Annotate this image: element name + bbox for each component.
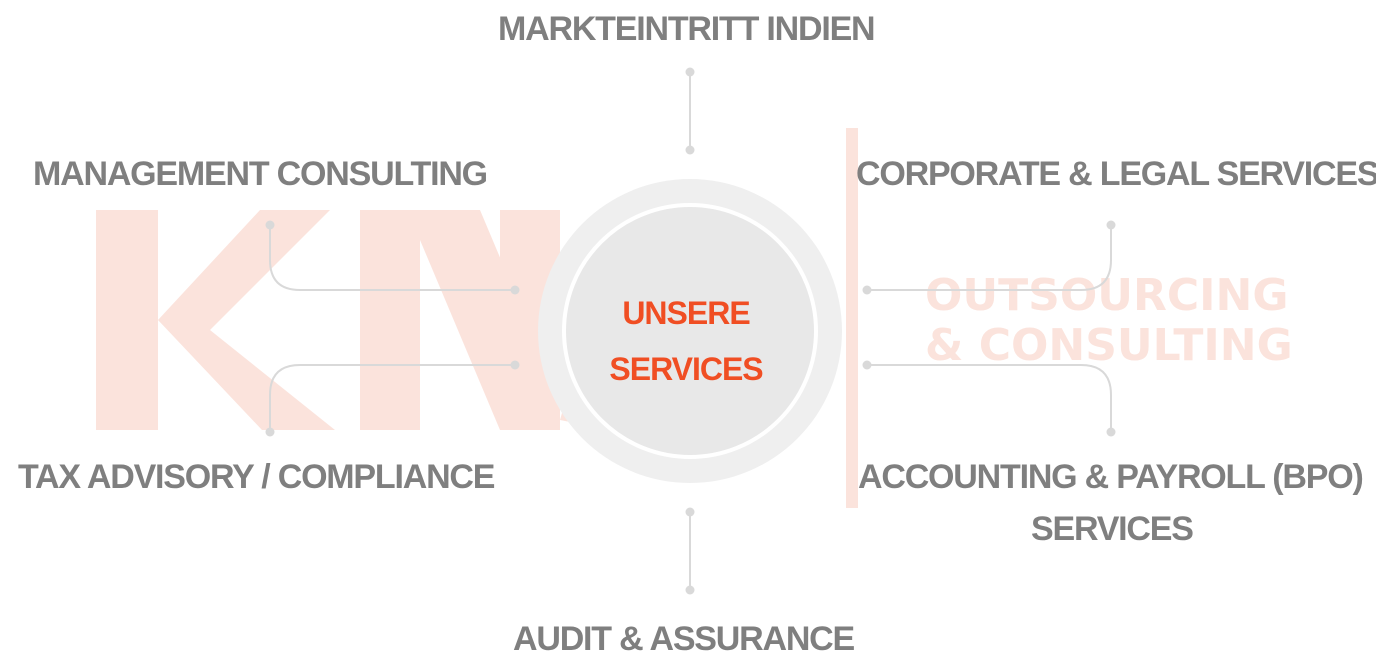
service-label-management-consulting: MANAGEMENT CONSULTING [33, 155, 488, 193]
connector-dot [265, 220, 275, 230]
connector-dot [685, 585, 695, 595]
connector-dot [685, 145, 695, 155]
connector-dot [862, 360, 872, 370]
center-title-line1: UNSERE [622, 295, 750, 331]
connector-dot [265, 427, 275, 437]
center-title-line2: SERVICES [609, 351, 763, 387]
connector-dot [1106, 220, 1116, 230]
service-label-accounting-payroll: ACCOUNTING & PAYROLL (BPO) [858, 458, 1364, 496]
connector-dot [1106, 427, 1116, 437]
watermark-tagline-2: & CONSULTING [925, 320, 1293, 371]
connector-dot [862, 285, 872, 295]
connector-dot [510, 360, 520, 370]
service-label-tax-advisory: TAX ADVISORY / COMPLIANCE [18, 458, 495, 496]
service-label-markteintritt: MARKTEINTRITT INDIEN [498, 10, 876, 48]
connector-dot [510, 285, 520, 295]
center-title: UNSERE SERVICES [561, 285, 811, 397]
service-label-audit-assurance: AUDIT & ASSURANCE [513, 620, 855, 658]
service-label-corporate-legal: CORPORATE & LEGAL SERVICES [856, 155, 1376, 193]
connector-dot [685, 67, 695, 77]
connector-dot [685, 507, 695, 517]
service-label-accounting-payroll-line2: SERVICES [1031, 510, 1194, 548]
